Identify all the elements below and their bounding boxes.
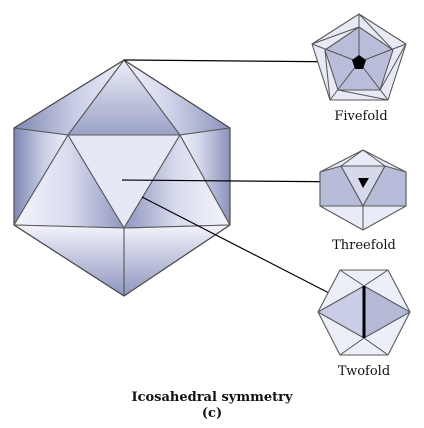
fivefold-label: Fivefold <box>334 109 387 124</box>
twofold-view: Twofold <box>317 269 411 379</box>
threefold-triangle-symbol <box>358 178 369 188</box>
fivefold-spokes <box>311 13 407 101</box>
fivefold-pentagon-symbol <box>352 55 366 69</box>
icosahedron-main <box>13 59 231 297</box>
twofold-label: Twofold <box>338 364 390 379</box>
twofold-edges <box>339 269 389 356</box>
threefold-view: Threefold <box>319 149 407 253</box>
ico-outline <box>13 59 231 297</box>
fivefold-view: Fivefold <box>311 13 407 124</box>
threefold-label: Threefold <box>332 238 396 253</box>
figure-caption-title: Icosahedral symmetry <box>131 390 292 405</box>
threefold-edges <box>340 149 386 230</box>
figure-caption-sublabel: (c) <box>202 406 222 421</box>
